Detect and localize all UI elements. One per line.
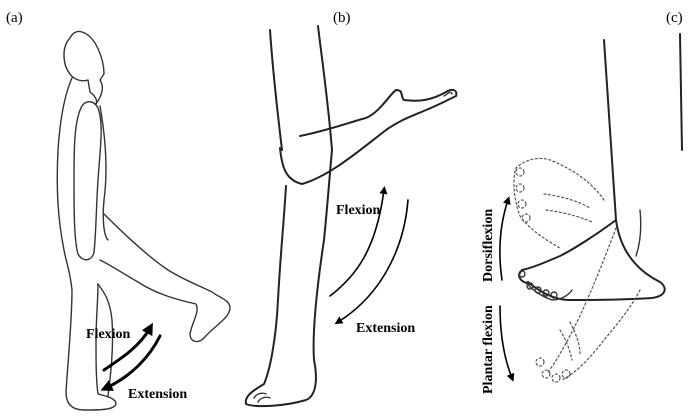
panel-c-plantar-flexion-label: Plantar flexion xyxy=(481,305,496,394)
panel-a-letter: (a) xyxy=(6,10,23,26)
panel-b-flexion-label: Flexion xyxy=(336,203,381,218)
foot-dorsiflexed-dotted xyxy=(514,158,604,248)
panel-b-letter: (b) xyxy=(333,10,351,26)
panel-c-arrows xyxy=(500,200,512,378)
lower-leg-standing xyxy=(246,150,332,406)
panel-b-extension-label: Extension xyxy=(356,321,415,336)
panel-c: (c) xyxy=(481,10,683,394)
panel-a-extension-label: Extension xyxy=(128,387,187,402)
panel-a-flexion-label: Flexion xyxy=(86,327,131,342)
foot-plantarflexed-dotted xyxy=(536,228,640,382)
lower-leg-extended xyxy=(280,90,456,184)
panel-b: (b) Flexion Extension xyxy=(246,10,457,406)
panel-c-vertical-labels: Plantar flexion Dorsiflexion xyxy=(481,209,496,394)
panel-a: (a) Flexion Extension xyxy=(6,10,230,410)
body-figure-outline xyxy=(57,31,230,410)
panel-c-dorsiflexion-label: Dorsiflexion xyxy=(481,209,496,282)
panel-c-letter: (c) xyxy=(666,10,683,26)
foot-neutral xyxy=(519,220,616,300)
